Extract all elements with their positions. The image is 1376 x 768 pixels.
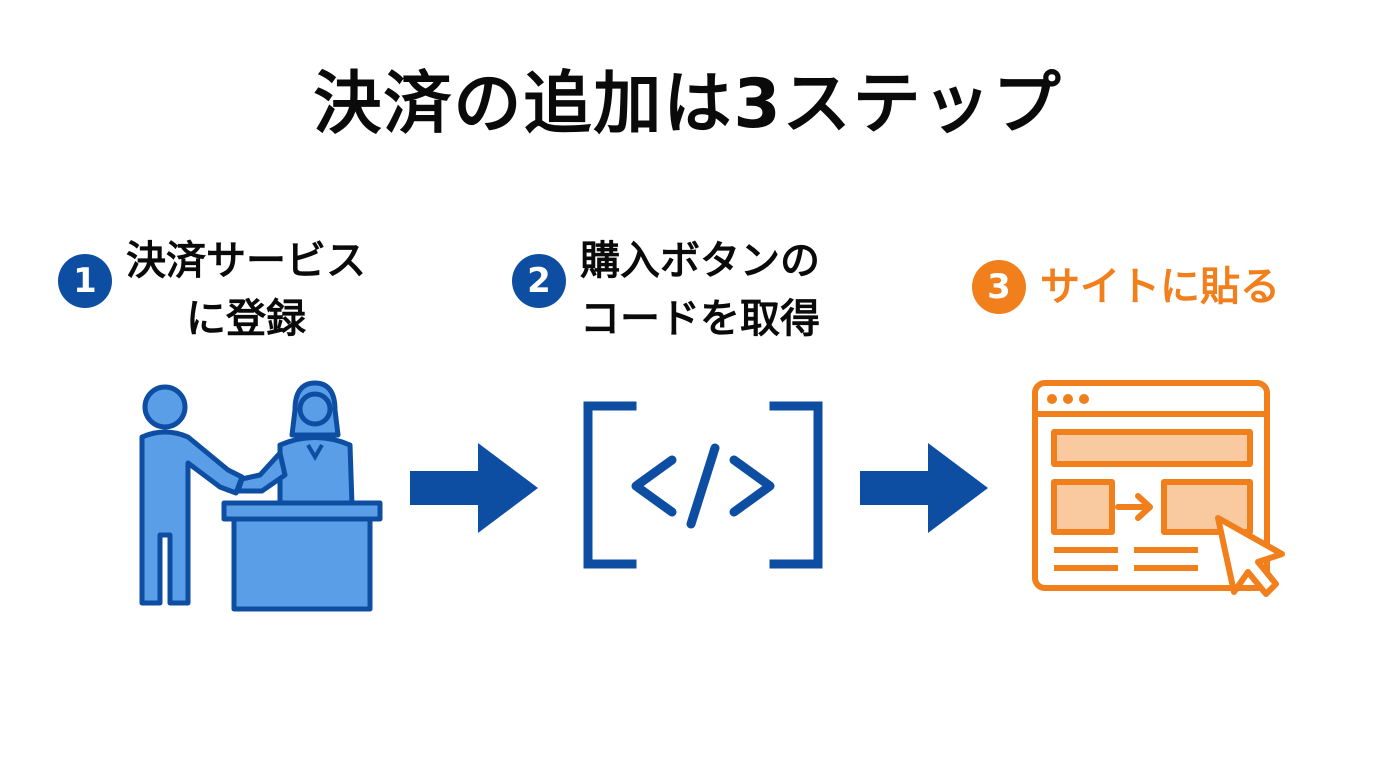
arrow-right-icon [860, 443, 988, 533]
arrow-right-icon [410, 443, 538, 533]
step-1-number-badge: 1 [58, 254, 112, 308]
step-1-label: 1 決済サービス に登録 [58, 232, 366, 348]
step-3-label: 3 サイトに貼る [972, 260, 1280, 314]
step-1-text: 決済サービス に登録 [126, 232, 366, 348]
handshake-reception-icon [139, 380, 383, 612]
step-2-number-badge: 2 [512, 254, 566, 308]
step-2-line2: コードを取得 [580, 296, 820, 342]
diagram-title: 決済の追加は3ステップ [313, 65, 1063, 144]
step-1-line1: 決済サービス [126, 238, 366, 284]
step-3-line1: サイトに貼る [1040, 264, 1280, 310]
step-1-line2: に登録 [186, 296, 306, 342]
step-3-number-badge: 3 [972, 260, 1026, 314]
code-brackets-icon [583, 401, 823, 569]
step-2-label: 2 購入ボタンの コードを取得 [512, 232, 820, 348]
step-2-text: 購入ボタンの コードを取得 [580, 232, 820, 348]
step-2-line1: 購入ボタンの [580, 238, 820, 284]
browser-paste-cursor-icon [1032, 380, 1285, 597]
step-3-text: サイトに貼る [1040, 260, 1280, 314]
